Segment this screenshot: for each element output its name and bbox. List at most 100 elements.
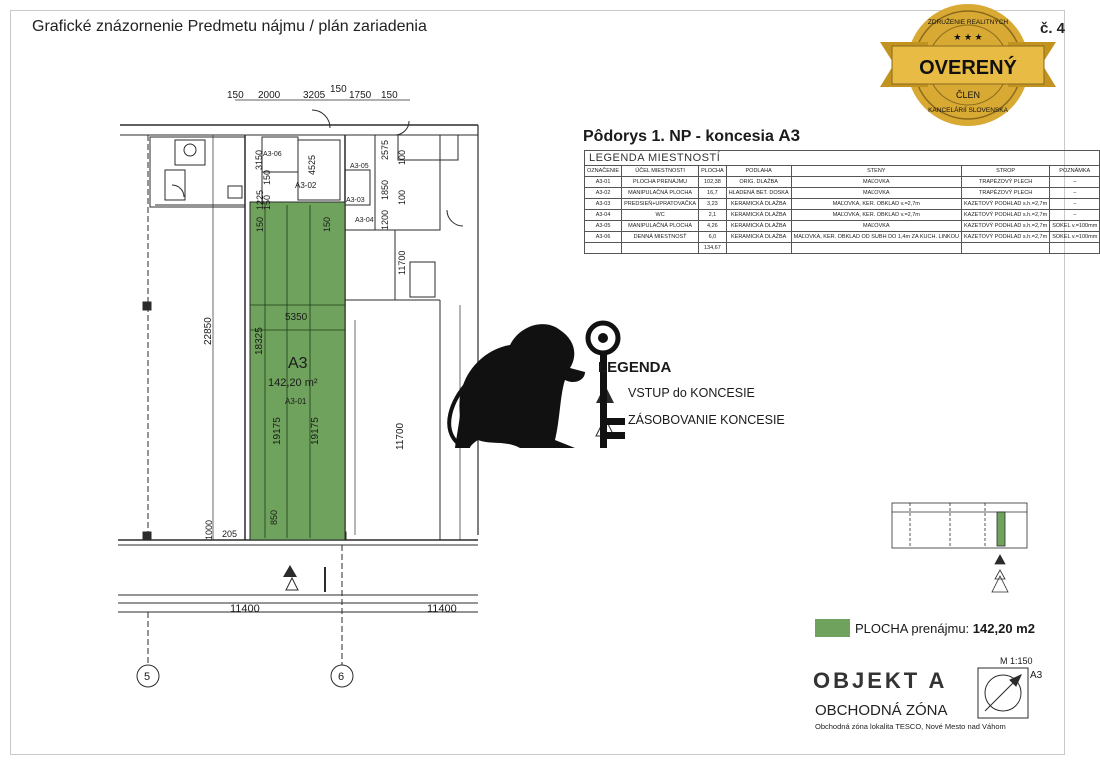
dim-11700-b: 11700	[395, 422, 406, 450]
object-title: OBJEKT A	[813, 668, 948, 693]
legend-header-cell: STROP	[960, 165, 1051, 177]
sheet-code: A3	[1030, 670, 1043, 681]
drawing-sheet	[10, 10, 1065, 755]
legend-cell: ORIG. DLAŽBA	[725, 176, 792, 188]
legend-header-cell: POZNÁMKA	[1049, 165, 1100, 177]
legend-cell	[621, 242, 700, 254]
legend-cell: TRAPÉZOVÝ PLECH	[960, 176, 1051, 188]
legend-header-cell: PLOCHA	[698, 165, 727, 177]
legend-cell: PLOCHA PRENÁJMU	[621, 176, 700, 188]
dim-2575: 2575	[380, 140, 390, 160]
legend-row: 134,67	[583, 242, 1100, 254]
rent-area-swatch	[815, 619, 850, 637]
page-title: Grafické znázornenie Predmetu nájmu / pl…	[32, 18, 427, 35]
room-a3-02: A3-02	[295, 181, 317, 190]
dim-150-c: 150	[255, 217, 265, 232]
legend-cell: SOKEL v.=100mm	[1049, 231, 1100, 243]
legend-heading: LEGENDA	[598, 359, 672, 376]
legend-cell: –	[1049, 187, 1100, 199]
axis-6-marker	[330, 664, 354, 688]
dim-top-1: 2000	[258, 90, 281, 101]
legend-cell: MAĽOVKA, KER. OBKLAD v.=2,7m	[790, 198, 962, 210]
legend-cell: PREDSIEŇ+UPRATOVAČKA	[621, 198, 700, 210]
dim-top-5: 150	[381, 90, 398, 101]
legend-cell: 3,23	[698, 198, 727, 210]
legend-cell: –	[1049, 209, 1100, 221]
dim-1225: 1225	[255, 190, 265, 210]
legend-cell: A3-03	[583, 198, 623, 210]
legend-header-cell: PODLAHA	[725, 165, 792, 177]
legend-cell: –	[1049, 198, 1100, 210]
legend-entry-supply: ZÁSOBOVANIE KONCESIE	[628, 413, 785, 427]
rent-area-value: 142,20 m2	[972, 621, 1035, 636]
legend-cell: KERAMICKÁ DLAŽBA	[725, 220, 792, 232]
dim-150-b: 150	[262, 195, 272, 210]
dim-3150: 3150	[254, 150, 264, 170]
legend-header-cell: ÚČEL MIESTNOSTI	[621, 165, 700, 177]
legend-cell: A3-05	[583, 220, 623, 232]
seal-bottom: KANCELÁRIÍ SLOVENSKA	[928, 105, 1008, 114]
legend-cell: KERAMICKÁ DLAŽBA	[725, 198, 792, 210]
unit-area: 142,20 m²	[268, 377, 318, 389]
legend-cell: DENNÁ MIESTNOSŤ	[621, 231, 700, 243]
dim-205: 205	[222, 529, 237, 539]
rent-area-label: PLOCHA prenájmu: 142,20 m2	[855, 621, 1035, 636]
dim-top-0: 150	[227, 90, 244, 101]
dim-19175-a: 19175	[272, 417, 283, 445]
legend-cell: KAZETOVÝ PODHLAD s.h.=2,7m	[960, 231, 1051, 243]
north-arrow-icon	[977, 667, 1029, 719]
legend-cell: HLADENÁ BET. DOSKA	[725, 187, 792, 199]
legend-cell: MAĽOVKA	[790, 220, 962, 232]
seal-main: OVERENÝ	[919, 55, 1017, 79]
floor-title-code: A3	[778, 126, 801, 145]
seal-sub: ČLEN	[956, 90, 980, 100]
legend-cell: MANIPULAČNÁ PLOCHA	[621, 187, 700, 199]
legend-cell: MAĽOVKA, KER. OBKLAD v.=2,7m	[790, 209, 962, 221]
legend-cell: 4,26	[698, 220, 727, 232]
floor-title: Pôdorys 1. NP - koncesia A3	[583, 126, 801, 145]
dim-150-d: 150	[322, 217, 332, 232]
lion-key-logo	[447, 320, 625, 448]
legend-cell: 6,0	[698, 231, 727, 243]
dim-850: 850	[269, 510, 279, 525]
legend-cell: SOKEL v.=100mm	[1049, 220, 1100, 232]
dim-1200: 1200	[380, 210, 390, 230]
legend-cell	[790, 242, 962, 254]
dim-150-a: 150	[262, 170, 272, 185]
dim-11700-a: 11700	[397, 251, 407, 275]
dim-19175-b: 19175	[310, 417, 321, 445]
unit-label: A3	[288, 355, 308, 372]
star-icon: ★ ★ ★	[953, 32, 982, 42]
dim-width: 5350	[285, 312, 308, 323]
legend-cell: 2,1	[698, 209, 727, 221]
dim-bottom-right: 11400	[427, 603, 457, 615]
dim-22850: 22850	[203, 317, 214, 345]
legend-cell: A3-01	[583, 176, 623, 188]
legend-cell: MAĽOVKA, KER. OBKLAD OD SUBH DO 1,4m ZA …	[790, 231, 962, 243]
dim-4525: 4525	[307, 155, 317, 175]
legend-cell	[960, 242, 1051, 254]
legend-cell: KERAMICKÁ DLAŽBA	[725, 231, 792, 243]
legend-cell: WC	[621, 209, 700, 221]
legend-entry-entrance: VSTUP do KONCESIE	[628, 386, 755, 400]
location-text: Obchodná zóna lokalita TESCO, Nové Mesto…	[815, 722, 1006, 731]
scale-label: M 1:150	[1000, 656, 1033, 666]
room-a3-03: A3-03	[346, 197, 365, 204]
dim-top-4: 1750	[349, 90, 372, 101]
legend-cell: KAZETOVÝ PODHLAD s.h.=2,7m	[960, 220, 1051, 232]
dim-100-b: 100	[397, 190, 407, 205]
legend-cell: KAZETOVÝ PODHLAD s.h.=2,7m	[960, 209, 1051, 221]
axis-6-label: 6	[338, 671, 344, 683]
dim-top-3: 150	[330, 84, 347, 95]
dim-1000: 1000	[204, 520, 214, 540]
legend-cell: MANIPULAČNÁ PLOCHA	[621, 220, 700, 232]
legend-cell: A3-02	[583, 187, 623, 199]
legend-cell: A3-06	[583, 231, 623, 243]
